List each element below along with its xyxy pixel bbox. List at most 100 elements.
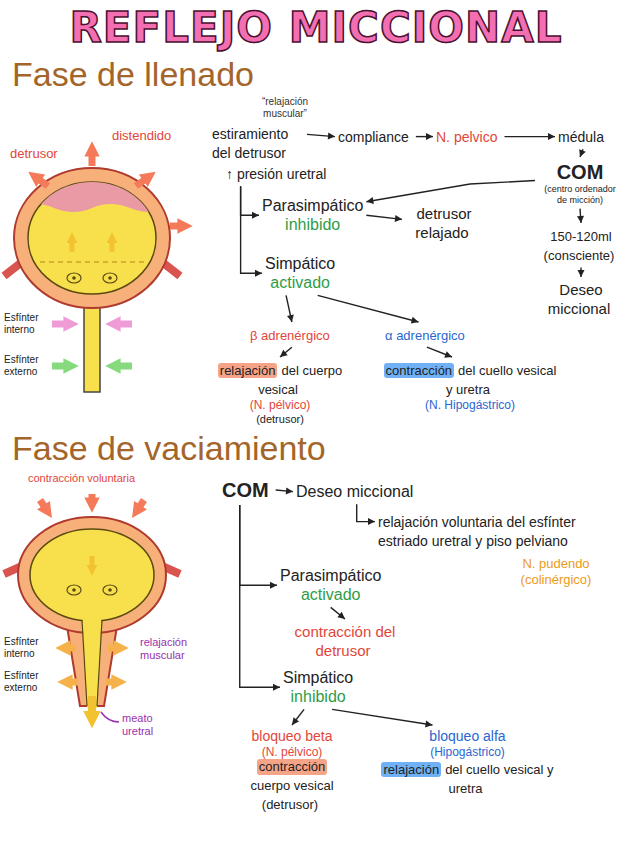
flow-arrow <box>416 133 433 140</box>
flow-arrow <box>331 607 345 619</box>
node-text: Deseo miccional <box>548 281 611 317</box>
flow-arrow <box>578 267 585 277</box>
process-step: compliance <box>338 127 413 146</box>
arrowhead <box>292 717 299 725</box>
arrowhead <box>577 216 584 223</box>
node-text: inhibido <box>285 215 340 234</box>
control-center: COM <box>222 478 273 502</box>
arrowhead <box>366 197 373 204</box>
sensation-node: Deseo miccional <box>296 482 417 501</box>
node-text: (N. pélvico) <box>262 745 323 759</box>
effect-node: contracción del detrusor <box>270 622 420 660</box>
sphincter-arrow <box>66 645 76 652</box>
pressure-arrow <box>90 556 95 568</box>
connector-line <box>366 181 535 202</box>
process-step: ↑ presión uretral <box>226 164 330 183</box>
node-text: bloqueo beta <box>252 728 333 745</box>
distension-arrow <box>170 223 182 230</box>
node-text: Deseo miccional <box>296 483 413 500</box>
node-text: estiramiento del detrusor <box>212 126 288 161</box>
flow-arrow <box>332 709 432 727</box>
part-label: detrusor <box>10 146 58 162</box>
sphincter-arrow <box>52 363 68 370</box>
arrowhead <box>426 133 433 140</box>
node-text: activado <box>301 585 361 604</box>
urethra <box>82 612 102 708</box>
flow-arrow <box>504 133 555 140</box>
ureteral-orifice <box>108 588 112 592</box>
node-text: inhibido <box>291 687 346 706</box>
connector-line <box>357 504 375 521</box>
part-label: Esfínter interno <box>4 312 48 336</box>
arrowhead <box>252 212 259 219</box>
node-text: relajación <box>381 762 441 777</box>
node-text: Parasimpático <box>262 196 363 215</box>
connector-line <box>240 505 277 585</box>
urethra-wall <box>97 620 102 706</box>
flow-arrow <box>579 149 586 157</box>
arrowhead <box>578 270 585 277</box>
connector-line <box>241 186 262 273</box>
node-text: contracción <box>384 363 454 378</box>
nerve-label: N. pudendo (colinérgico) <box>500 556 612 587</box>
process-step: estiramiento del detrusor <box>212 124 304 162</box>
arrowhead <box>287 314 294 322</box>
node-text: cuerpo vesical (detrusor) <box>250 778 333 812</box>
distension-arrow <box>136 178 147 186</box>
flow-arrow <box>318 295 419 323</box>
node-text: ↑ presión uretral <box>226 166 326 182</box>
ureteral-orifice <box>103 273 117 283</box>
connector-line <box>240 505 280 687</box>
flow-arrow <box>286 295 294 322</box>
pressure-arrow <box>110 240 115 252</box>
sphincter-arrow <box>52 321 68 328</box>
node-text: (N. pélvico) <box>250 398 311 412</box>
arrowhead <box>368 518 375 525</box>
ureteral-orifice <box>103 585 117 595</box>
flow-arrow <box>240 505 277 589</box>
part-label: Esfínter externo <box>4 354 48 378</box>
connector-line <box>332 709 432 725</box>
ureteral-orifice <box>67 273 81 283</box>
urethra <box>84 296 100 392</box>
node-text: detrusor relajado <box>415 205 471 241</box>
effect-node: bloqueo beta(N. pélvico)contraccióncuerp… <box>232 728 352 813</box>
arrowhead <box>273 684 280 691</box>
arrowhead <box>425 720 432 727</box>
process-step: médula <box>558 127 608 146</box>
sphincter-arrow <box>108 645 118 652</box>
arrowhead <box>444 351 452 358</box>
node-text: N. pelvico <box>436 129 497 145</box>
node-text: (centro ordenador de micción) <box>538 184 622 206</box>
receptor-node: β adrenérgico <box>250 325 334 344</box>
leader-line <box>101 712 119 722</box>
sphincter-arrow <box>116 321 132 328</box>
node-text: médula <box>558 129 604 145</box>
ureteral-orifice <box>108 276 112 280</box>
node-text: (detrusor) <box>256 413 304 426</box>
part-label: distendido <box>112 128 171 144</box>
effect-node: detrusor relajado <box>405 204 483 242</box>
bladder-lumen <box>30 529 154 621</box>
node-text: COM <box>557 160 604 184</box>
effect-node: relajacióndel cuerpo vesical(N. pélvico)… <box>215 360 345 426</box>
part-label: meato uretral <box>122 712 172 738</box>
urine-level <box>40 261 144 263</box>
node-text: β adrenérgico <box>250 328 330 343</box>
connector-line <box>504 136 555 137</box>
sphincter-arrow <box>68 679 78 686</box>
node-text: (N. Hipogástrico) <box>425 398 515 412</box>
node-text: del cuello vesical y uretra <box>445 762 553 796</box>
arrowhead <box>548 133 555 140</box>
ureteral-orifice <box>72 276 76 280</box>
node-text: relajación <box>218 363 278 378</box>
contraction-arrow <box>89 494 96 502</box>
volume-note: 150-120ml (consciente) <box>542 226 620 264</box>
part-label: contracción voluntaria <box>28 472 135 485</box>
part-label: Esfínter externo <box>4 670 48 694</box>
node-text: α adrenérgico <box>385 328 465 343</box>
nerve-step: N. pelvico <box>436 127 501 146</box>
connector-line <box>318 295 419 322</box>
